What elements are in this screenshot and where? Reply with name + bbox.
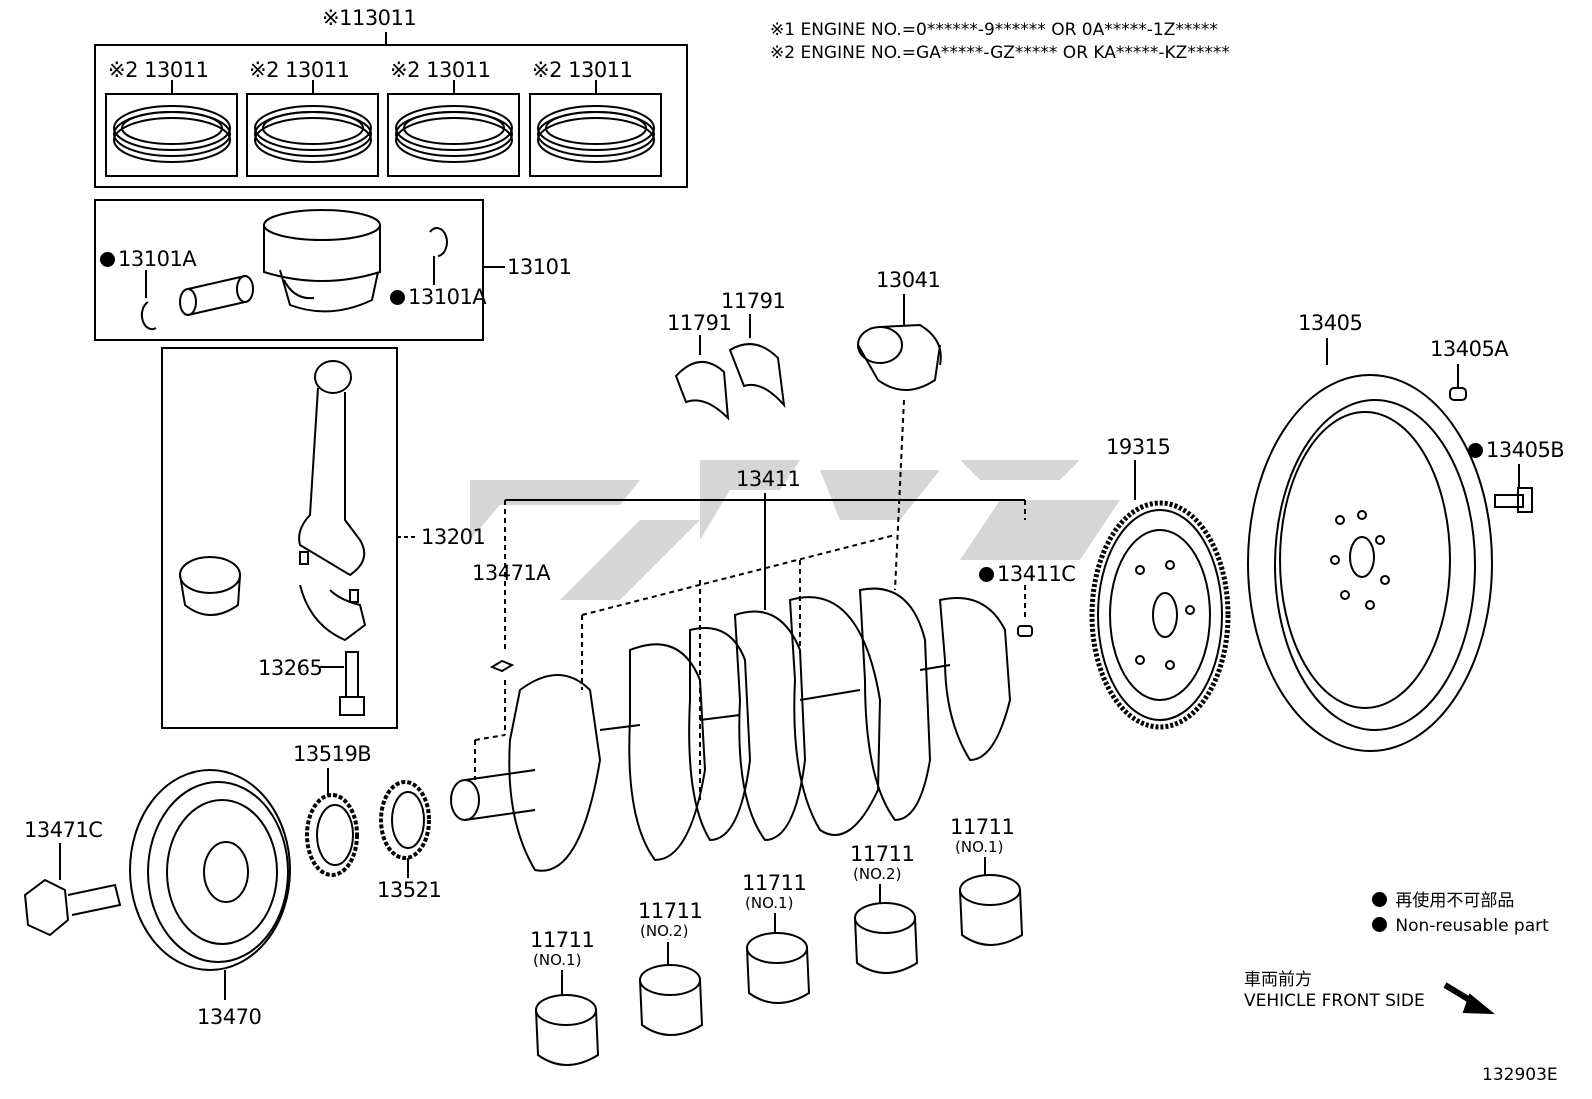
non-reusable-dot-icon [390,290,405,305]
front-arrow-icon [1443,982,1495,1015]
label-pin-13411c[interactable]: 13411C [979,562,1076,586]
ring-box-a [105,80,238,177]
non-reusable-dot-icon [979,567,994,582]
snap-ring-left [140,301,157,331]
legend-jp-text: 再使用不可部品 [1395,891,1515,911]
engine-note-1: ※1 ENGINE NO.=0******-9****** OR 0A*****… [770,20,1218,40]
gear-13521 [379,780,431,860]
label-thrust-a[interactable]: 11791 [667,311,732,335]
label-bearing-13041[interactable]: 13041 [876,268,941,292]
piston-ring-set-box [94,44,688,188]
label-bearing-5[interactable]: 11711 [950,815,1015,839]
label-clip-left-text: 13101A [118,247,197,271]
main-bearing-3 [746,932,811,1004]
legend-jp: 再使用不可部品 [1372,892,1514,910]
label-clip-right-text: 13101A [408,285,487,309]
front-label-jp: 車両前方 [1244,970,1312,990]
label-ring-set[interactable]: ※113011 [322,6,417,30]
label-pulley[interactable]: 13470 [197,1005,262,1029]
ring-box-c [387,80,520,177]
label-ring-d[interactable]: ※2 13011 [532,58,633,82]
label-gear-13521[interactable]: 13521 [377,878,442,902]
non-reusable-dot-icon [1372,917,1387,932]
watermark-logo [470,460,1120,600]
label-conrod-bolt[interactable]: 13265 [258,656,323,680]
crankshaft-leaders [474,493,1026,800]
conrod-bearing [179,556,241,616]
label-bearing-2-sub: (NO.2) [640,922,689,940]
label-bearing-1-sub: (NO.1) [533,951,582,969]
label-flywheel[interactable]: 13405 [1298,311,1363,335]
flywheel-13405 [1247,374,1493,752]
bearing-13041 [857,323,942,391]
piston-box [94,199,484,341]
label-bearing-3[interactable]: 11711 [742,871,807,895]
label-bolt-13471c[interactable]: 13471C [24,818,103,842]
crankshaft-drawing [450,587,1012,872]
label-crankshaft[interactable]: 13411 [736,467,801,491]
label-ring-b[interactable]: ※2 13011 [249,58,350,82]
legend-en-text: Non-reusable part [1395,916,1549,936]
non-reusable-dot-icon [100,252,115,267]
label-bearing-1[interactable]: 11711 [530,928,595,952]
main-bearing-5 [959,874,1024,946]
snap-ring-right [429,227,448,257]
gear-13519b [305,793,359,877]
label-bearing-2[interactable]: 11711 [638,899,703,923]
label-bolt-13405b-text: 13405B [1486,438,1565,462]
key-13471a [489,659,515,673]
ring-box-b [246,80,379,177]
label-plate-19315[interactable]: 19315 [1106,435,1171,459]
bolt-13471c [23,878,122,937]
label-bearing-4-sub: (NO.2) [853,865,902,883]
label-clip-left[interactable]: 13101A [100,247,197,271]
non-reusable-dot-icon [1468,443,1483,458]
non-reusable-dot-icon [1372,892,1387,907]
pin-13405a [1449,387,1467,401]
piston-drawing [263,209,381,313]
piston-pin [179,275,254,316]
label-bearing-3-sub: (NO.1) [745,894,794,912]
ring-box-d [529,80,662,177]
main-bearing-1 [535,994,600,1066]
conrod-drawing [298,360,367,642]
front-label-en: VEHICLE FRONT SIDE [1244,991,1425,1011]
label-bearing-5-sub: (NO.1) [955,838,1004,856]
diagram-code: 132903E [1482,1065,1558,1085]
label-ring-c[interactable]: ※2 13011 [390,58,491,82]
conrod-bolt [339,651,365,716]
label-ring-a[interactable]: ※2 13011 [108,58,209,82]
label-pin-13405a[interactable]: 13405A [1430,337,1509,361]
label-gear-13519b[interactable]: 13519B [293,742,372,766]
label-piston[interactable]: 13101 [507,255,572,279]
main-bearing-2 [639,964,704,1036]
label-thrust-b[interactable]: 11791 [721,289,786,313]
label-bolt-13405b[interactable]: 13405B [1468,438,1565,462]
label-pin-13411c-text: 13411C [997,562,1076,586]
label-key-13471a[interactable]: 13471A [472,561,551,585]
main-bearing-4 [854,902,919,974]
pulley-13470 [129,769,291,971]
engine-note-2: ※2 ENGINE NO.=GA*****-GZ***** OR KA*****… [770,43,1230,63]
drive-plate-19315 [1089,500,1231,730]
pin-13411c [1017,625,1033,637]
label-clip-right[interactable]: 13101A [390,285,487,309]
label-conrod[interactable]: 13201 [421,525,486,549]
label-bearing-4[interactable]: 11711 [850,842,915,866]
legend-en: Non-reusable part [1372,917,1549,935]
bolt-13405b [1494,487,1533,513]
thrust-washer-a [674,361,730,421]
thrust-washer-b [728,343,786,409]
